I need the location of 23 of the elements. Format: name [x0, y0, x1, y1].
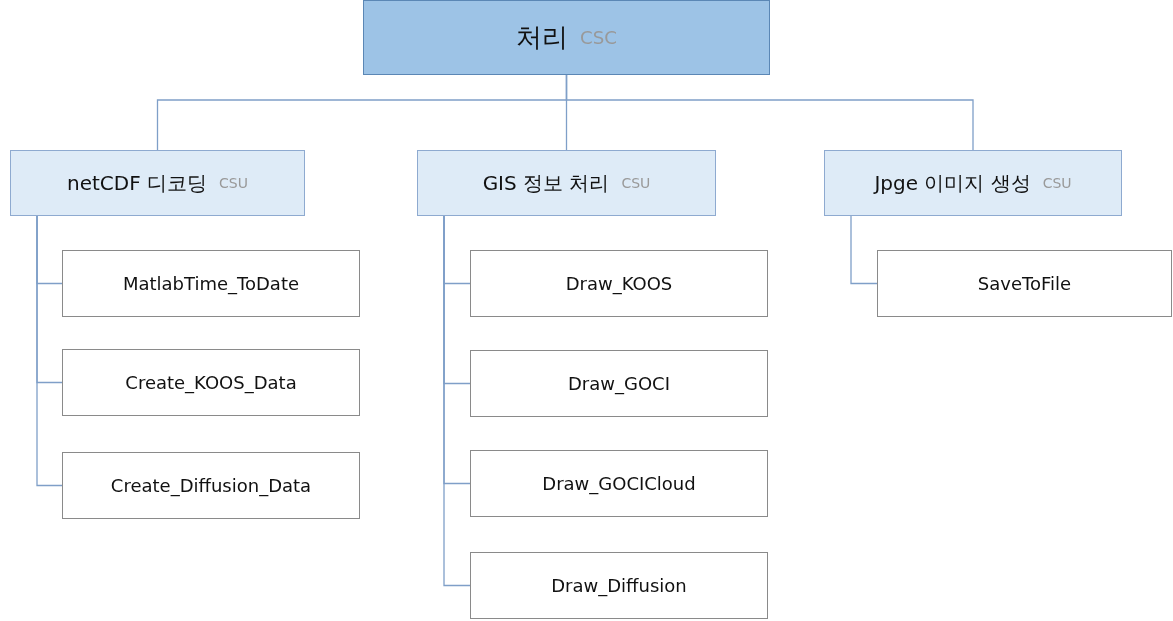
module-box: [417, 150, 716, 216]
connector-line: [850, 215, 878, 285]
type-tag: CSC: [580, 27, 617, 48]
box-title: Jpge 이미지 생성: [874, 169, 1031, 197]
connector-line: [36, 215, 63, 487]
function-box: SaveToFile: [877, 250, 1172, 317]
function-box: Draw_KOOS: [470, 250, 768, 317]
type-tag: CSU: [1042, 175, 1072, 191]
function-box: MatlabTime_ToDate: [62, 250, 360, 317]
type-tag: CSU: [219, 175, 248, 191]
function-box: Draw_GOCI: [470, 350, 768, 417]
system-box: [363, 0, 770, 75]
type-tag: CSU: [621, 175, 651, 191]
box-title: 처리: [516, 21, 568, 54]
function-box: Draw_Diffusion: [470, 552, 768, 619]
module-box: [10, 150, 305, 216]
module-box: [824, 150, 1122, 216]
function-box: Create_Diffusion_Data: [62, 452, 360, 519]
function-box: Draw_GOCICloud: [470, 450, 768, 517]
connector-line: [565, 74, 974, 151]
box-title: netCDF 디코딩: [67, 169, 208, 197]
box-title: GIS 정보 처리: [482, 169, 610, 197]
function-box: Create_KOOS_Data: [62, 349, 360, 416]
